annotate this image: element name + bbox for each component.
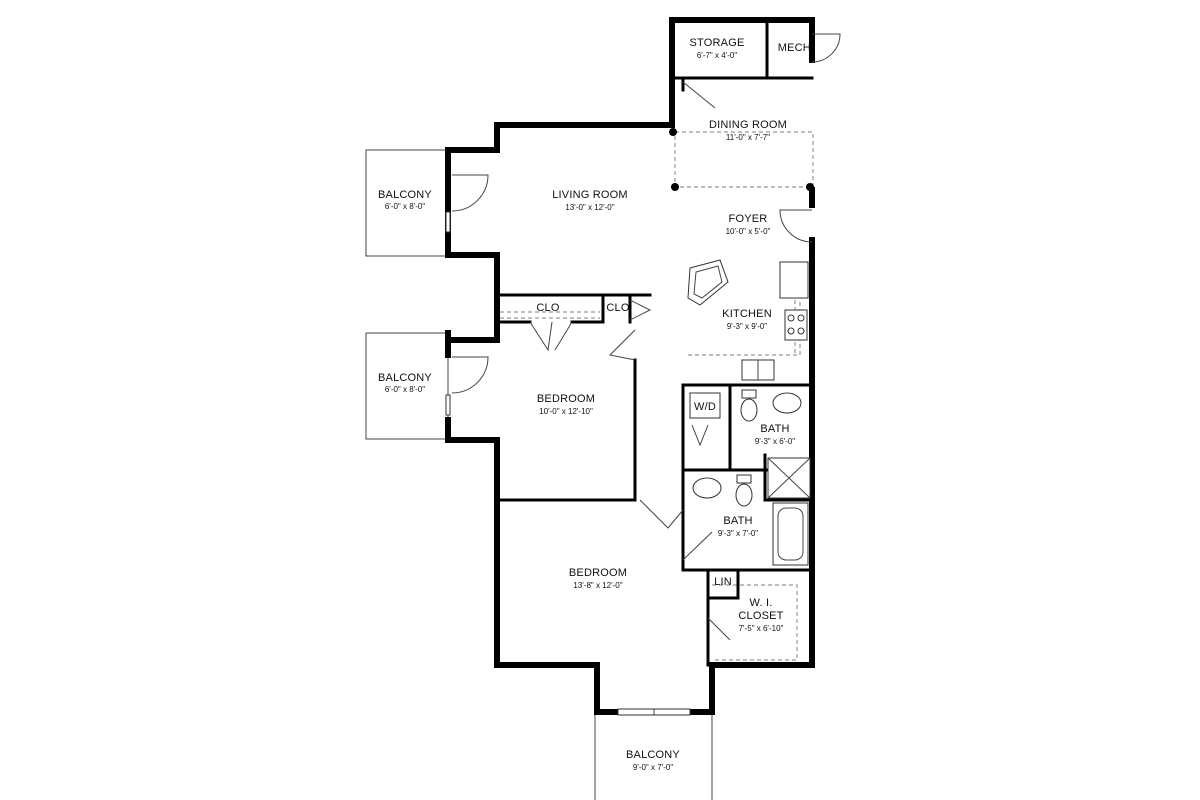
bath1-toilet-tank-icon — [741, 389, 757, 399]
bath1-toilet-icon — [740, 398, 758, 422]
door-closet — [707, 617, 731, 641]
door-entry — [779, 209, 813, 243]
door-wd — [691, 424, 709, 447]
wall-south — [494, 497, 715, 715]
kitchen-fixtures — [687, 259, 809, 381]
exterior-walls — [445, 17, 815, 715]
balcony-1-label: BALCONY — [378, 189, 432, 201]
balcony-3-dims: 9'-0" x 7'-0" — [633, 763, 673, 772]
range-icon — [784, 309, 808, 341]
bathtub-basin-icon — [777, 507, 804, 561]
balcony-1-dims: 6'-0" x 8'-0" — [385, 202, 425, 211]
balcony-2-outline — [365, 332, 449, 440]
wi-closet-label-2: CLOSET — [738, 610, 783, 622]
shower-cross — [767, 457, 811, 499]
living-room-label: LIVING ROOM — [552, 189, 628, 201]
foyer-label: FOYER — [729, 213, 768, 225]
window-balcony-2 — [445, 394, 451, 416]
wall-lin — [681, 568, 814, 600]
wall-storage-mech — [670, 18, 814, 92]
storage-dims: 6'-7" x 4'-0" — [697, 51, 737, 60]
balcony-outlines — [365, 149, 713, 800]
balcony-3-label: BALCONY — [626, 749, 680, 761]
burner-icon — [797, 327, 805, 335]
kitchen-island-inner — [693, 265, 723, 299]
linen-label: LIN — [714, 576, 732, 588]
column-2 — [671, 183, 679, 191]
dashed-lines — [500, 131, 814, 661]
column-3 — [806, 183, 814, 191]
bath-2-dims: 9'-3" x 7'-0" — [718, 529, 758, 538]
balcony-2-dims: 6'-0" x 8'-0" — [385, 385, 425, 394]
burner-icon — [787, 314, 795, 322]
column-1 — [669, 128, 677, 136]
balcony-3-outline — [594, 712, 713, 800]
door-swings — [451, 33, 841, 641]
door-bedroom-1 — [608, 329, 636, 361]
living-room-dims: 13'-0" x 12'-0" — [565, 203, 614, 212]
bath1-sink-icon — [772, 392, 802, 414]
mech-label: MECH. — [778, 42, 814, 54]
bath-1-label: BATH — [760, 423, 789, 435]
window-balcony-1 — [445, 211, 451, 233]
burner-icon — [787, 327, 795, 335]
room-labels: STORAGE 6'-7" x 4'-0" MECH. DINING ROOM … — [378, 37, 814, 772]
kitchen-label: KITCHEN — [722, 308, 772, 320]
wi-closet-dims: 7'-5" x 6'-10" — [739, 624, 784, 633]
bedroom-2-label: BEDROOM — [569, 567, 627, 579]
bedroom-1-dims: 10'-0" x 12'-10" — [539, 407, 593, 416]
wall-bedroom1 — [495, 358, 637, 502]
bath2-toilet-icon — [735, 483, 753, 507]
closet-2-label: CLO — [606, 302, 629, 314]
wall-bedroom1-west — [445, 417, 500, 503]
wall-living-south — [445, 252, 500, 298]
dining-room-label: DINING ROOM — [709, 119, 787, 131]
windows — [445, 211, 691, 716]
wi-closet-shelf — [712, 584, 798, 661]
wall-north — [445, 17, 815, 258]
washer-dryer-icon — [689, 392, 721, 419]
closet-shelf-line — [500, 311, 600, 319]
door-bath-2 — [682, 531, 713, 561]
columns — [669, 128, 814, 191]
bath-1-dims: 9'-3" x 6'-0" — [755, 437, 795, 446]
wall-east — [709, 237, 815, 715]
kitchen-dims: 9'-3" x 9'-0" — [727, 322, 767, 331]
door-balcony-2 — [451, 356, 489, 394]
wall-closets — [495, 293, 652, 324]
burner-icon — [797, 314, 805, 322]
bath2-toilet-tank-icon — [736, 474, 752, 484]
door-bedroom-2 — [639, 499, 684, 529]
wi-closet-label: W. I. — [750, 597, 773, 609]
wall-closet-west — [445, 292, 500, 343]
bath-fixtures — [689, 389, 811, 566]
foyer-dims: 10'-0" x 5'-0" — [726, 227, 771, 236]
refrigerator-icon — [779, 261, 809, 299]
washer-dryer-label: W/D — [694, 401, 716, 413]
bedroom-1-label: BEDROOM — [537, 393, 595, 405]
bath2-sink-icon — [692, 477, 722, 499]
dining-room-dims: 11'-0" x 7'-7" — [726, 133, 770, 142]
bedroom-2-dims: 13'-8" x 12'-0" — [573, 581, 622, 590]
interior-walls — [495, 18, 814, 667]
door-storage — [682, 81, 716, 109]
storage-label: STORAGE — [690, 37, 745, 49]
door-clo-2 — [629, 299, 652, 321]
door-closet-bifold — [529, 321, 573, 352]
door-balcony-1 — [451, 174, 489, 212]
door-mech — [811, 33, 841, 63]
balcony-2-label: BALCONY — [378, 372, 432, 384]
dining-area-outline — [674, 131, 814, 188]
closet-1-label: CLO — [536, 302, 559, 314]
bath-2-label: BATH — [723, 515, 752, 527]
wall-bath1 — [681, 383, 814, 572]
